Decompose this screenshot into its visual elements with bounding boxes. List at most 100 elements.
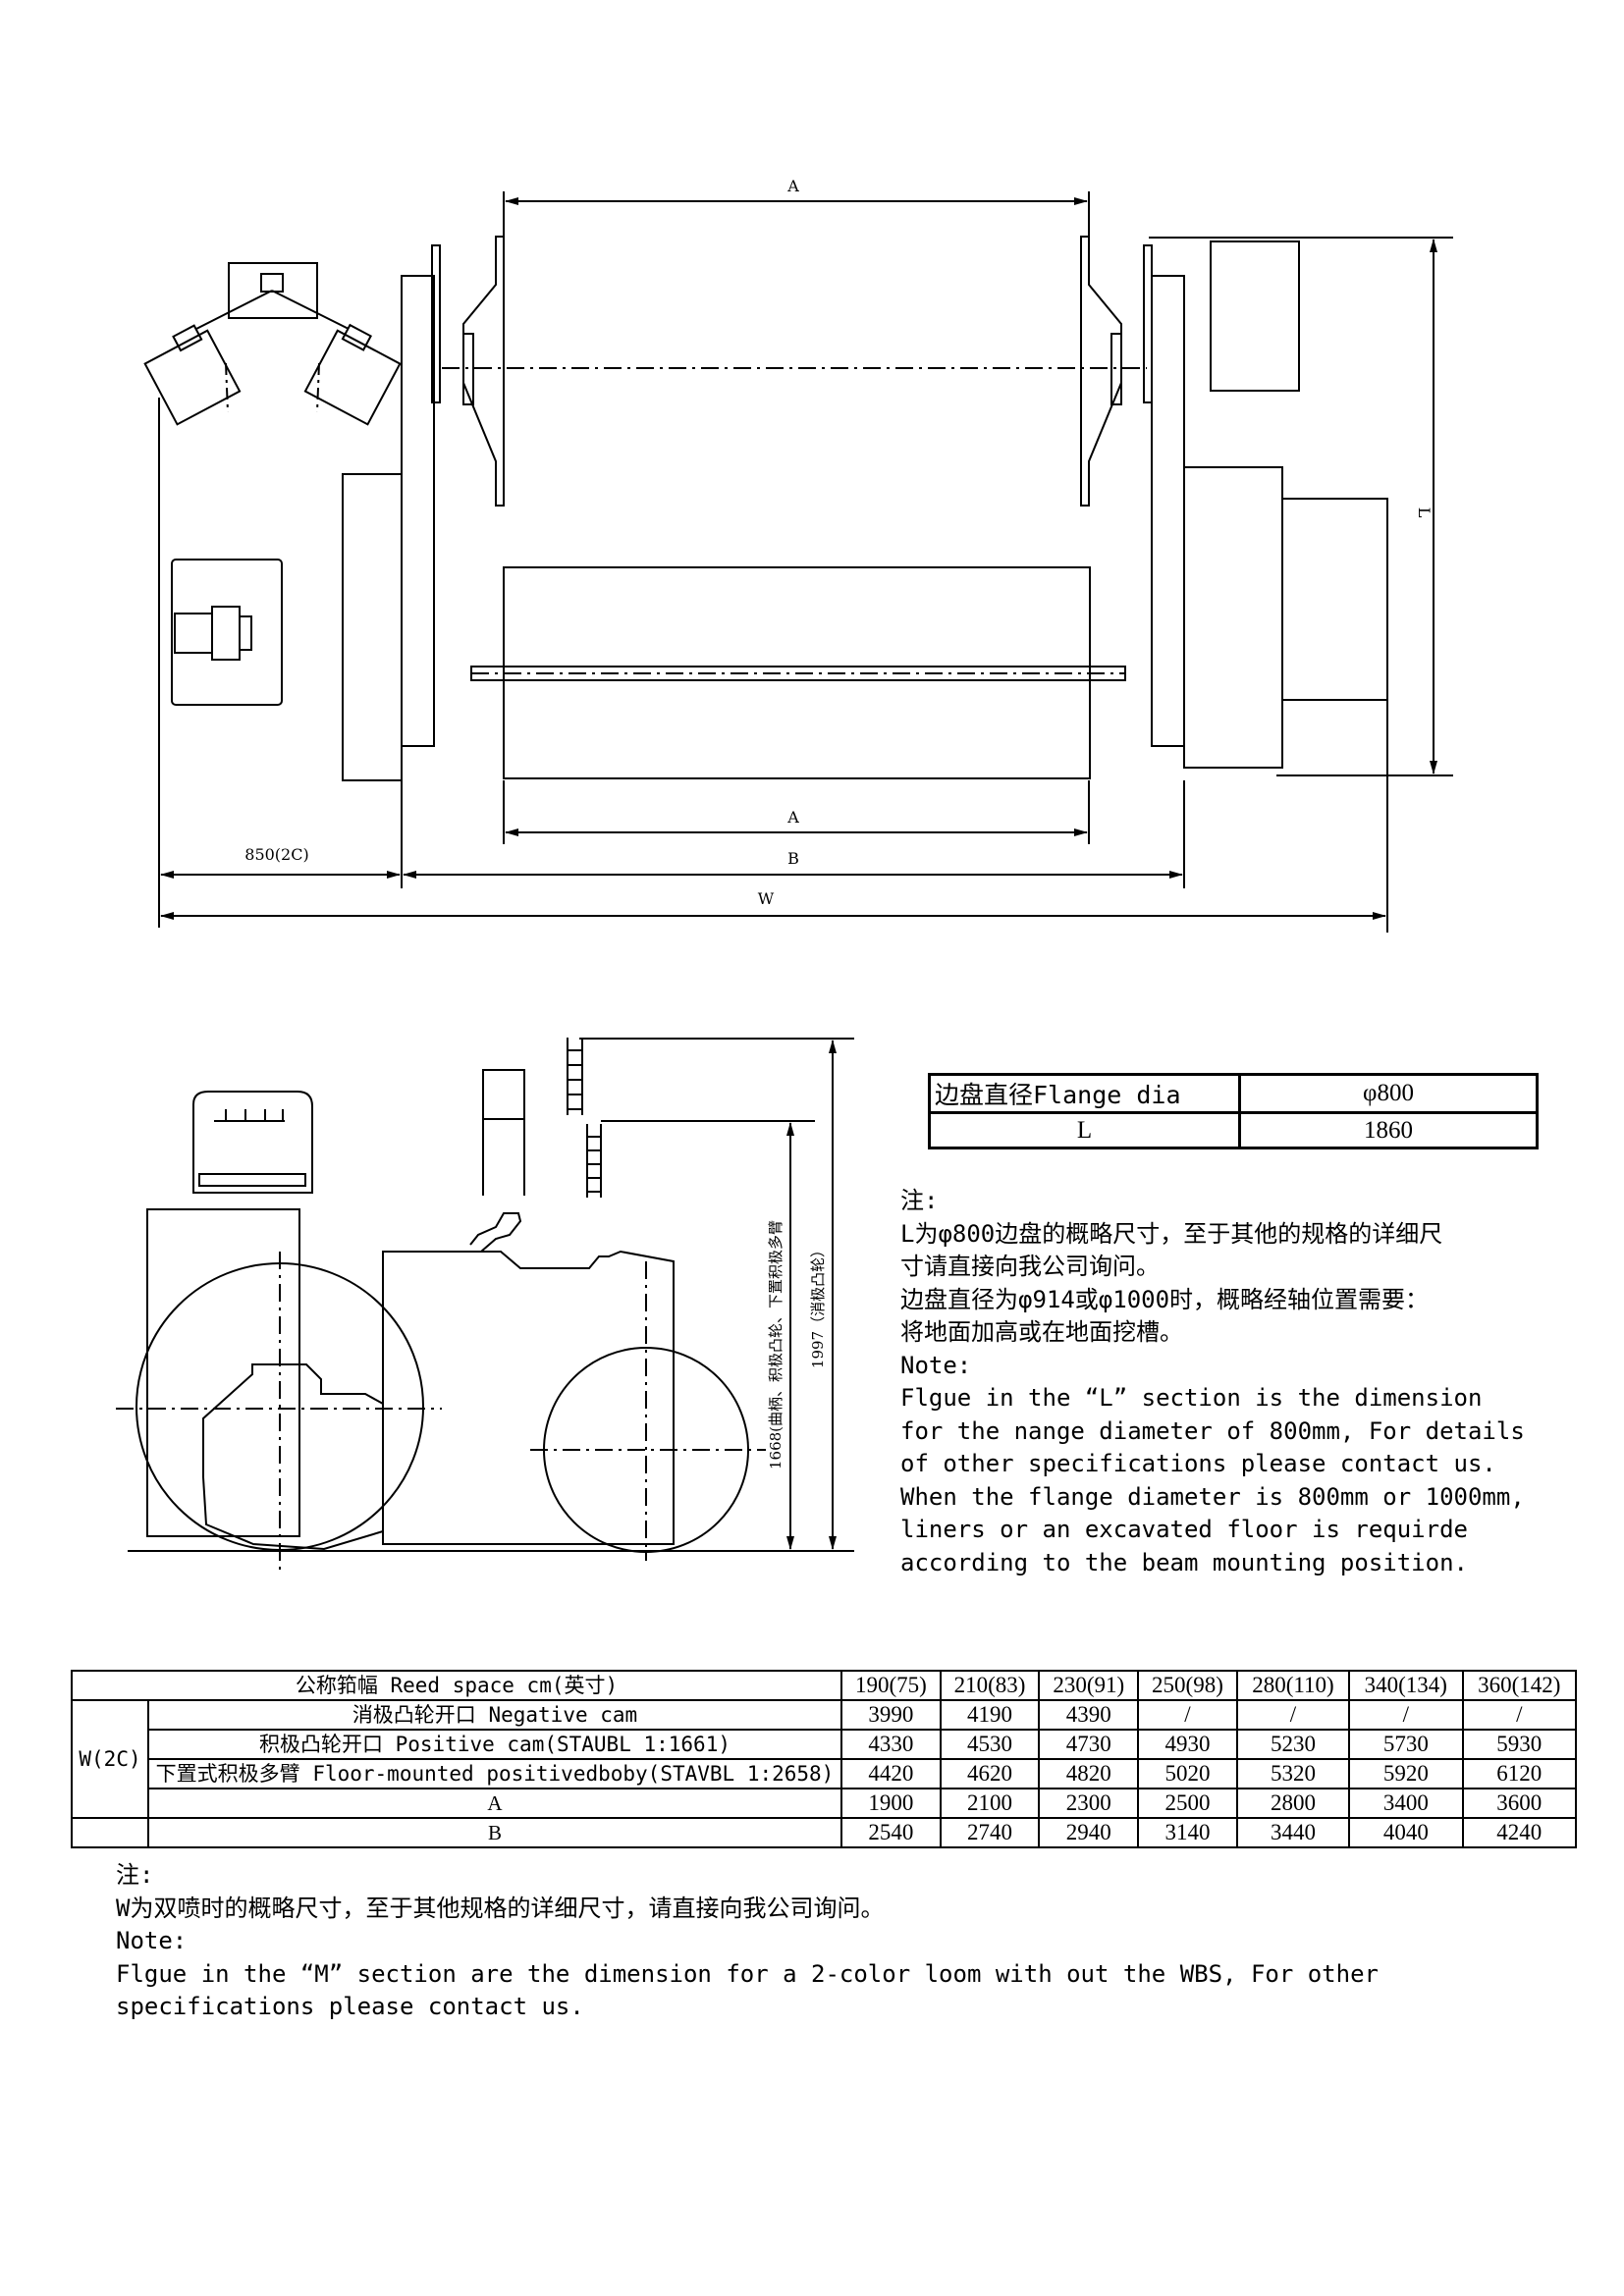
dim-850-label: 850(2C) (244, 845, 308, 864)
let-off-motor-box (171, 559, 283, 706)
table-cell: 5320 (1235, 1758, 1351, 1789)
column-header: 230(91) (1038, 1670, 1140, 1701)
flange-dia-label: 边盘直径Flange dia (928, 1073, 1241, 1114)
table-cell: 3440 (1235, 1817, 1351, 1848)
table-cell: / (1235, 1699, 1351, 1731)
note-line: Flgue in the “L” section is the dimensio… (900, 1384, 1483, 1412)
table-cell: 2100 (939, 1788, 1041, 1819)
side-frame (146, 1208, 300, 1537)
control-box (1210, 240, 1300, 392)
spec-table: 公称筘幅 Reed space cm(英寸)190(75)210(83)230(… (71, 1670, 1578, 1848)
table-row: L 1860 (928, 1111, 1539, 1149)
row-label: B (147, 1817, 842, 1848)
table-cell: 3400 (1348, 1788, 1464, 1819)
l-label: L (928, 1111, 1241, 1149)
table-cell: 3140 (1137, 1817, 1238, 1848)
table-row: 边盘直径Flange dia φ800 (928, 1073, 1539, 1114)
dim-a-bottom-label: A (786, 808, 799, 827)
note-line: W为双喷时的概略尺寸，至于其他规格的详细尺寸，请直接向我公司询问。 (116, 1894, 885, 1922)
dim-l-label: L (1415, 507, 1434, 518)
column-header: 360(142) (1461, 1670, 1578, 1701)
cam-motor-right (303, 329, 402, 426)
flange-dia-value: φ800 (1238, 1073, 1539, 1114)
column-header: 210(83) (939, 1670, 1041, 1701)
l-value: 1860 (1238, 1111, 1539, 1149)
table-cell: 5930 (1461, 1729, 1578, 1760)
table-cell: 4190 (939, 1699, 1041, 1731)
top-view-drawing: A A B W 850(2C) L (143, 177, 1453, 933)
table-row: 下置式积极多臂 Floor-mounted positivedboby(STAV… (72, 1758, 1578, 1789)
dim-1997-label: 1997（消极凸轮） (809, 1243, 827, 1368)
note-line: Flgue in the “M” section are the dimensi… (116, 1959, 1379, 1988)
table-cell: 5730 (1348, 1729, 1464, 1760)
note-line: according to the beam mounting position. (900, 1548, 1468, 1576)
group-label: W(2C) (71, 1699, 149, 1819)
note-right: 注:L为φ800边盘的概略尺寸，至于其他的规格的详细尺寸请直接向我公司询问。边盘… (900, 1185, 1525, 1579)
table-cell: 2540 (840, 1817, 942, 1848)
table-cell: 5230 (1235, 1729, 1351, 1760)
note-line: Note: (900, 1351, 972, 1379)
table-cell: 5920 (1348, 1758, 1464, 1789)
table-cell: / (1137, 1699, 1238, 1731)
table-cell: 4420 (840, 1758, 942, 1789)
loom-body (382, 1250, 675, 1545)
table-header-row: 公称筘幅 Reed space cm(英寸)190(75)210(83)230(… (71, 1670, 1578, 1701)
column-header: 280(110) (1235, 1670, 1351, 1701)
table-cell: 4240 (1461, 1817, 1578, 1848)
note-line: 边盘直径为φ914或φ1000时，概略经轴位置需要： (900, 1285, 1430, 1313)
row-label: A (147, 1788, 842, 1819)
column-header: 340(134) (1348, 1670, 1464, 1701)
row-label: 积极凸轮开口 Positive cam(STAUBL 1:1661) (147, 1729, 842, 1760)
table-cell: 3600 (1461, 1788, 1578, 1819)
left-frame-lower (342, 473, 403, 781)
table-cell: 4330 (840, 1729, 942, 1760)
right-frame (1151, 275, 1185, 747)
table-cell: / (1461, 1699, 1578, 1731)
empty-cell (71, 1817, 149, 1848)
left-beam-flange (462, 236, 505, 507)
table-cell: 5020 (1137, 1758, 1238, 1789)
cam-motor-left (143, 329, 242, 426)
dim-w-label: W (758, 889, 775, 908)
right-motor (1281, 498, 1388, 701)
table-cell: 1900 (840, 1788, 942, 1819)
table-cell: 2940 (1038, 1817, 1140, 1848)
table-cell: 4390 (1038, 1699, 1140, 1731)
table-cell: 2800 (1235, 1788, 1351, 1819)
table-cell: 4930 (1137, 1729, 1238, 1760)
table-cell: 3990 (840, 1699, 942, 1731)
table-cell: 2300 (1038, 1788, 1140, 1819)
table-cell: / (1348, 1699, 1464, 1731)
right-drive-housing (1183, 466, 1283, 769)
note-line: liners or an excavated floor is requirde (900, 1516, 1468, 1543)
left-frame (401, 275, 435, 747)
table-cell: 4730 (1038, 1729, 1140, 1760)
note-line: for the nange diameter of 800mm, For det… (900, 1416, 1525, 1445)
note-line: 将地面加高或在地面挖槽。 (900, 1318, 1183, 1346)
side-view-drawing: 1668(曲柄、积极凸轮、下置积极多臂 1997（消极凸轮） (116, 1038, 854, 1571)
note-line: When the flange diameter is 800mm or 100… (900, 1482, 1525, 1511)
column-header: 250(98) (1137, 1670, 1238, 1701)
harness-bracket (228, 262, 318, 319)
note-line: Note: (116, 1927, 188, 1954)
right-beam-flange (1080, 236, 1122, 507)
header-label: 公称筘幅 Reed space cm(英寸) (71, 1670, 842, 1701)
table-cell: 6120 (1461, 1758, 1578, 1789)
dim-b-label: B (787, 849, 799, 868)
table-cell: 4040 (1348, 1817, 1464, 1848)
note-bottom: 注:W为双喷时的概略尺寸，至于其他规格的详细尺寸，请直接向我公司询问。Note:… (116, 1859, 1379, 2024)
table-cell: 2500 (1137, 1788, 1238, 1819)
flange-table: 边盘直径Flange dia φ800 L 1860 (928, 1073, 1539, 1149)
column-header: 190(75) (840, 1670, 942, 1701)
note-line: specifications please contact us. (116, 1993, 584, 2020)
row-label: 消极凸轮开口 Negative cam (147, 1699, 842, 1731)
table-cell: 4620 (939, 1758, 1041, 1789)
dim-1668-label: 1668(曲柄、积极凸轮、下置积极多臂 (767, 1220, 785, 1469)
dim-a-top-label: A (786, 177, 799, 195)
warp-stop-box (192, 1091, 313, 1194)
note-line: of other specifications please contact u… (900, 1450, 1496, 1477)
